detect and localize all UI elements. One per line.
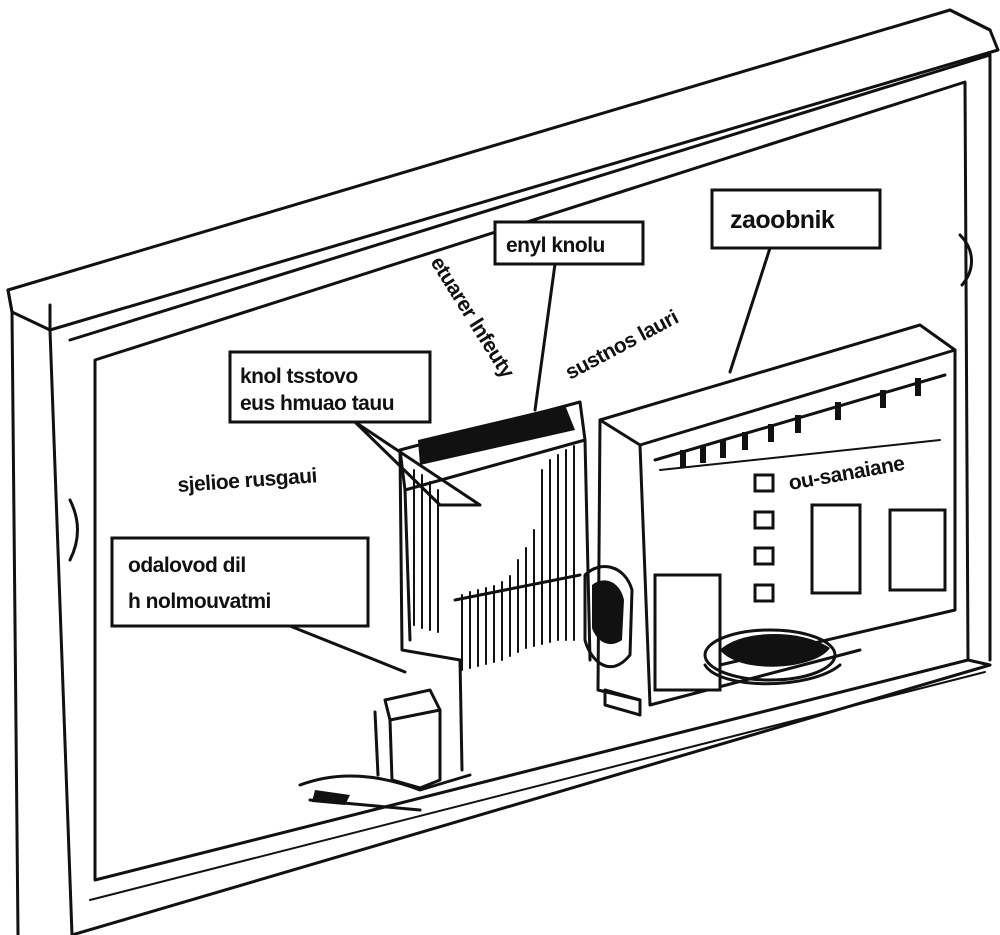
register-stops [653, 378, 947, 692]
organ-pipes [413, 445, 582, 671]
label-curved-top: etuarer lnfeuty [426, 252, 519, 382]
frame-beam [6, 8, 1000, 332]
label-ornamental-line2: h nolmouvatmi [128, 590, 271, 613]
callout-zasobnik: zaoobnik [710, 188, 882, 374]
callout-top-small: enyl knolu [493, 220, 645, 412]
bellows-pump [298, 658, 472, 812]
label-diagonal: sustnos lauri [562, 306, 682, 385]
label-left-side: sjelioe rusgaui [177, 464, 318, 497]
fan-wheel [583, 565, 642, 717]
callout-ornamental: odalovod dil h nolmouvatmi [110, 536, 407, 674]
label-knot-line1: knol tsstovo [240, 365, 358, 388]
label-register: ou-sanaiane [787, 452, 906, 495]
wind-chest [398, 400, 592, 662]
blower-cylinder [703, 628, 842, 686]
label-top-small: enyl knolu [506, 234, 605, 257]
label-knot-line2: eus hmuao tauu [240, 392, 394, 415]
label-ornamental-line1: odalovod dil [128, 554, 246, 577]
frame-left-post [10, 310, 79, 935]
label-zasobnik: zaoobnik [730, 206, 835, 234]
frame-inner-panel [68, 53, 992, 935]
callout-knot: knol tsstovo eus hmuao tauu [228, 350, 482, 507]
